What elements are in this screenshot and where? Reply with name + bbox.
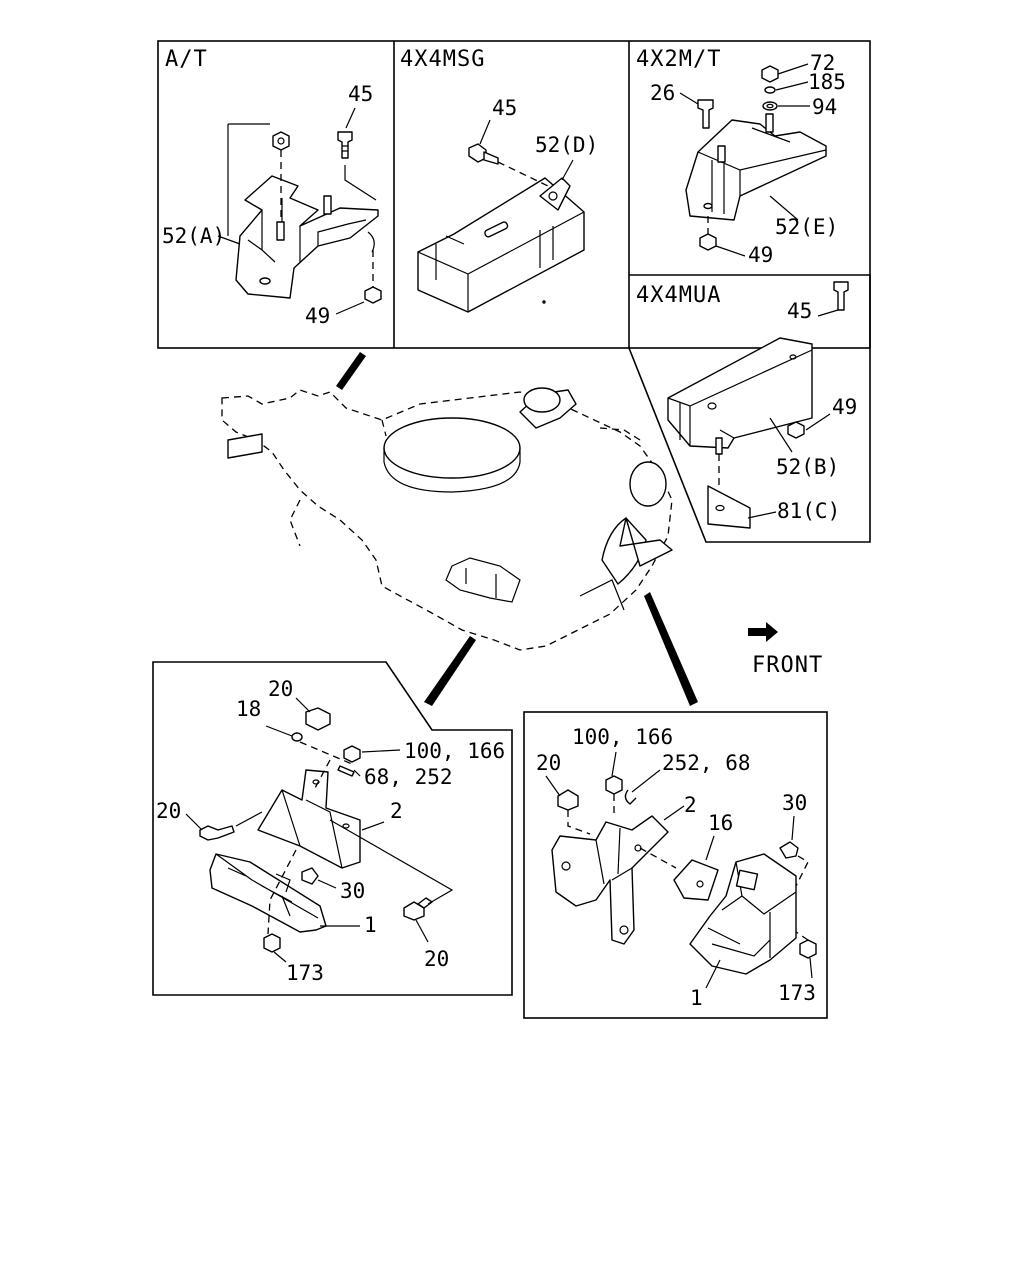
nut-72-drawing xyxy=(761,65,779,83)
label-left-18: 18 xyxy=(236,697,261,721)
label-left-30: 30 xyxy=(340,879,365,903)
label-right-2: 2 xyxy=(684,793,697,817)
label-mua-45: 45 xyxy=(787,299,812,323)
label-m2t-94: 94 xyxy=(812,95,837,119)
panel-4x2mt: 4X2M/T 72 xyxy=(636,47,846,267)
label-at-49: 49 xyxy=(305,304,330,328)
label-at-52a: 52(A) xyxy=(162,224,225,248)
bolt-20-left-side-drawing xyxy=(199,825,235,841)
stud-72-drawing xyxy=(717,113,774,163)
label-msg-45: 45 xyxy=(492,96,517,120)
label-msg-52d: 52(D) xyxy=(535,133,598,157)
bolt-20-left-top-drawing xyxy=(305,707,331,731)
bolt-45-mua-drawing xyxy=(833,281,849,311)
label-m2t-26: 26 xyxy=(650,81,675,105)
label-right-1: 1 xyxy=(690,986,703,1010)
washer-185-drawing xyxy=(764,86,776,94)
panel-4x2mt-title: 4X2M/T xyxy=(636,47,721,72)
label-right-16: 16 xyxy=(708,811,733,835)
label-left-1: 1 xyxy=(364,913,377,937)
panel-4x4mua-title: 4X4MUA xyxy=(636,283,721,308)
label-left-100-166: 100, 166 xyxy=(404,739,505,763)
panel-left-mount: 20 18 100, 166 68, 252 2 20 30 1 20 173 xyxy=(152,661,513,996)
bolt-30-right-drawing xyxy=(779,841,799,859)
panel-right-mount: 100, 166 20 252, 68 2 16 30 1 173 xyxy=(523,711,828,1019)
top-panels-frame xyxy=(157,40,871,543)
label-m2t-52e: 52(E) xyxy=(775,215,838,239)
label-right-252-68: 252, 68 xyxy=(662,751,751,775)
nut-173-left-drawing xyxy=(263,933,281,953)
label-m2t-185: 185 xyxy=(808,70,846,94)
label-mua-52b: 52(B) xyxy=(776,455,839,479)
shim-16-drawing xyxy=(673,859,719,901)
label-mua-49: 49 xyxy=(832,395,857,419)
panel-at-title: A/T xyxy=(165,47,208,72)
mount-bracket-52b-drawing xyxy=(667,337,813,449)
nut-top-drawing xyxy=(272,131,290,151)
panel-4x4msg: 4X4MSG 45 52(D) xyxy=(400,47,598,313)
mount-bracket-2-left-drawing xyxy=(257,769,361,869)
bolt-30-left-drawing xyxy=(275,867,319,893)
label-right-30: 30 xyxy=(782,791,807,815)
front-label: FRONT xyxy=(752,653,823,678)
label-right-20: 20 xyxy=(536,751,561,775)
mount-bracket-52a-drawing xyxy=(235,175,379,299)
panel-at: A/T 45 52(A) 49 xyxy=(162,47,382,328)
shim-81c-drawing xyxy=(707,485,751,529)
washer-94-drawing xyxy=(762,101,778,111)
pointer-arrows xyxy=(336,352,698,706)
bolt-45-drawing xyxy=(337,131,353,159)
washer-68-252-left-drawing xyxy=(337,765,355,777)
label-left-173: 173 xyxy=(286,961,324,985)
mount-bracket-52e-drawing xyxy=(685,119,827,221)
bolt-20-left-bottom-drawing xyxy=(403,897,433,921)
panel-4x4msg-title: 4X4MSG xyxy=(400,47,485,72)
label-mua-81c: 81(C) xyxy=(777,499,840,523)
bolt-45-msg-drawing xyxy=(468,143,499,165)
washer-18-drawing xyxy=(291,732,303,742)
label-right-173: 173 xyxy=(778,981,816,1005)
nut-49-mua-drawing xyxy=(787,421,805,439)
clip-252-68-drawing xyxy=(624,789,637,805)
bolt-26-drawing xyxy=(697,99,714,129)
mount-insulator-1-right-drawing xyxy=(689,853,797,975)
mount-bracket-52d-drawing xyxy=(417,177,585,313)
label-left-20-top: 20 xyxy=(268,677,293,701)
mount-bracket-2-right-drawing xyxy=(551,815,669,945)
label-left-20-side: 20 xyxy=(156,799,181,823)
mount-insulator-1-left-drawing xyxy=(209,853,327,933)
nut-100-166-right-drawing xyxy=(605,775,623,795)
label-m2t-72: 72 xyxy=(810,51,835,75)
label-left-20-bottom: 20 xyxy=(424,947,449,971)
nut-49-m2t-drawing xyxy=(699,233,717,251)
label-right-100-166: 100, 166 xyxy=(572,725,673,749)
nut-49-drawing xyxy=(364,286,382,304)
engine-outline-drawing xyxy=(221,300,673,651)
bolt-20-right-drawing xyxy=(557,789,579,811)
stud-drawing xyxy=(276,195,332,241)
label-left-2: 2 xyxy=(390,799,403,823)
panel-4x4mua: 4X4MUA 45 49 52(B) 81(C) xyxy=(636,281,857,529)
front-arrow-icon xyxy=(748,622,778,642)
nut-173-right-drawing xyxy=(799,939,817,959)
front-indicator: FRONT xyxy=(748,622,823,678)
label-at-45: 45 xyxy=(348,82,373,106)
label-left-68-252: 68, 252 xyxy=(364,765,453,789)
label-m2t-49: 49 xyxy=(748,243,773,267)
nut-100-166-left-drawing xyxy=(343,745,361,763)
